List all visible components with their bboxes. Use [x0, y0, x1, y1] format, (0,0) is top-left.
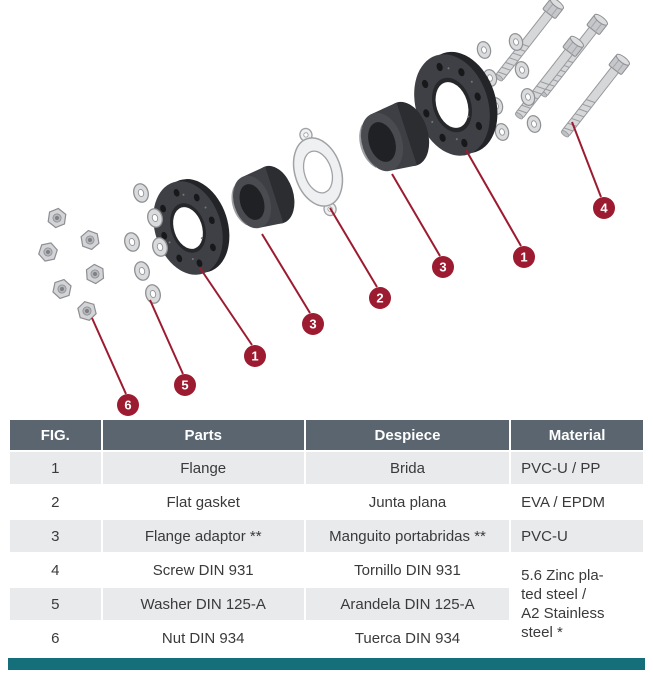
cell-fig: 5	[10, 588, 101, 620]
callout-washers-label: 5	[181, 378, 188, 393]
flange-adaptor-right-icon	[359, 101, 430, 172]
header-material: Material	[511, 420, 643, 450]
callout-adaptor-left: 3	[261, 233, 324, 335]
cell-fig: 1	[10, 452, 101, 484]
parts-table: FIG. Parts Despiece Material 1 Flange Br…	[8, 418, 645, 656]
flat-gasket-icon	[292, 127, 344, 217]
table-row: 5 Washer DIN 125-A Arandela DIN 125-A	[10, 588, 643, 620]
cell-part: Nut DIN 934	[102, 622, 304, 654]
table-row: 2 Flat gasket Junta plana EVA / EPDM	[10, 486, 643, 518]
flange-right-icon	[414, 51, 498, 156]
callout-flange-left-label: 1	[251, 349, 258, 364]
cell-despiece: Junta plana	[305, 486, 510, 518]
callout-flange-right: 1	[465, 149, 535, 268]
cell-despiece: Tuerca DIN 934	[305, 622, 510, 654]
cell-part: Flange	[102, 452, 304, 484]
callout-gasket: 2	[329, 207, 391, 309]
cell-part: Flat gasket	[102, 486, 304, 518]
callout-nuts-label: 6	[124, 398, 131, 413]
header-parts: Parts	[102, 420, 304, 450]
cell-despiece: Arandela DIN 125-A	[305, 588, 510, 620]
callout-washers: 5	[149, 299, 196, 396]
screw-icon-group	[491, 0, 632, 141]
cell-material: EVA / EPDM	[511, 486, 643, 518]
cell-part: Screw DIN 931	[102, 554, 304, 586]
callout-gasket-label: 2	[376, 291, 383, 306]
exploded-view-diagram: 4 1 3 2 3 1 5	[36, 0, 632, 416]
table-row: 4 Screw DIN 931 Tornillo DIN 931 5.6 Zin…	[10, 554, 643, 654]
callout-screws: 4	[571, 121, 615, 219]
callout-flange-right-label: 1	[520, 250, 527, 265]
cell-fig: 3	[10, 520, 101, 552]
nut-icon-group	[36, 206, 105, 323]
callout-flange-left: 1	[199, 267, 266, 367]
cell-material-merged: 5.6 Zinc pla- ted steel / A2 Stainless s…	[511, 554, 643, 654]
cell-material: PVC-U	[511, 520, 643, 552]
flange-adaptor-left-icon	[231, 165, 295, 229]
table-row: 1 Flange Brida PVC-U / PP	[10, 452, 643, 484]
header-fig: FIG.	[10, 420, 101, 450]
cell-despiece: Brida	[305, 452, 510, 484]
flange-left-icon	[153, 179, 230, 275]
cell-fig: 2	[10, 486, 101, 518]
header-despiece: Despiece	[305, 420, 510, 450]
cell-fig: 6	[10, 622, 101, 654]
callout-adaptor-left-label: 3	[309, 317, 316, 332]
cell-despiece: Manguito portabridas **	[305, 520, 510, 552]
table-row: 6 Nut DIN 934 Tuerca DIN 934	[10, 622, 643, 654]
callout-screws-label: 4	[600, 201, 608, 216]
cell-despiece: Tornillo DIN 931	[305, 554, 510, 586]
table-header-row: FIG. Parts Despiece Material	[10, 420, 643, 450]
table-row: 3 Flange adaptor ** Manguito portabridas…	[10, 520, 643, 552]
footer-accent-bar	[8, 658, 645, 670]
callout-nuts: 6	[91, 317, 139, 416]
cell-material: PVC-U / PP	[511, 452, 643, 484]
cell-part: Flange adaptor **	[102, 520, 304, 552]
cell-fig: 4	[10, 554, 101, 586]
callout-adaptor-right: 3	[391, 173, 454, 278]
parts-table-section: FIG. Parts Despiece Material 1 Flange Br…	[0, 418, 653, 656]
callout-adaptor-right-label: 3	[439, 260, 446, 275]
cell-part: Washer DIN 125-A	[102, 588, 304, 620]
